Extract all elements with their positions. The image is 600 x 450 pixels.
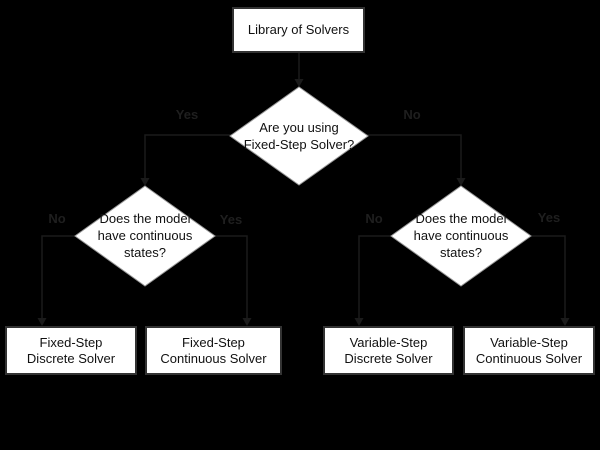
decision-diamond-continuous-right — [390, 185, 532, 287]
node-variable-step-continuous-solver: Variable-Step Continuous Solver — [463, 326, 595, 375]
arrowhead — [560, 318, 570, 326]
decision-continuous-left-question: Does the model have continuous states? — [97, 211, 193, 260]
branch-label-yes: Yes — [175, 107, 199, 122]
arrowhead — [294, 79, 304, 87]
decision-fixed-step-question: Are you using Fixed-Step Solver? — [243, 120, 355, 152]
decision-continuous-right-question: Does the model have continuous states? — [413, 211, 509, 260]
arrowhead — [140, 178, 150, 186]
branch-label-no: No — [365, 211, 383, 226]
connector-decision1-yes — [144, 134, 233, 178]
branch-label-no: No — [48, 211, 66, 226]
node-fixed-step-discrete-solver: Fixed-Step Discrete Solver — [5, 326, 137, 375]
arrowhead — [37, 318, 47, 326]
branch-label-yes: Yes — [537, 210, 561, 225]
node-variable-step-discrete-solver: Variable-Step Discrete Solver — [323, 326, 454, 375]
decision-diamond-fixed-step — [229, 86, 369, 186]
connector-decision3-no — [358, 235, 394, 319]
connector-decision2-no — [41, 235, 78, 319]
arrowhead — [456, 178, 466, 186]
arrowhead — [242, 318, 252, 326]
node-fixed-step-continuous-solver: Fixed-Step Continuous Solver — [145, 326, 282, 375]
connector-decision2-yes — [212, 235, 248, 319]
node-library-of-solvers: Library of Solvers — [232, 7, 365, 53]
connector-decision3-yes — [528, 235, 566, 319]
decision-diamond-continuous-left — [74, 185, 216, 287]
branch-label-no: No — [403, 107, 421, 122]
arrowhead — [354, 318, 364, 326]
connector-decision1-no — [365, 134, 462, 178]
branch-label-yes: Yes — [219, 212, 243, 227]
